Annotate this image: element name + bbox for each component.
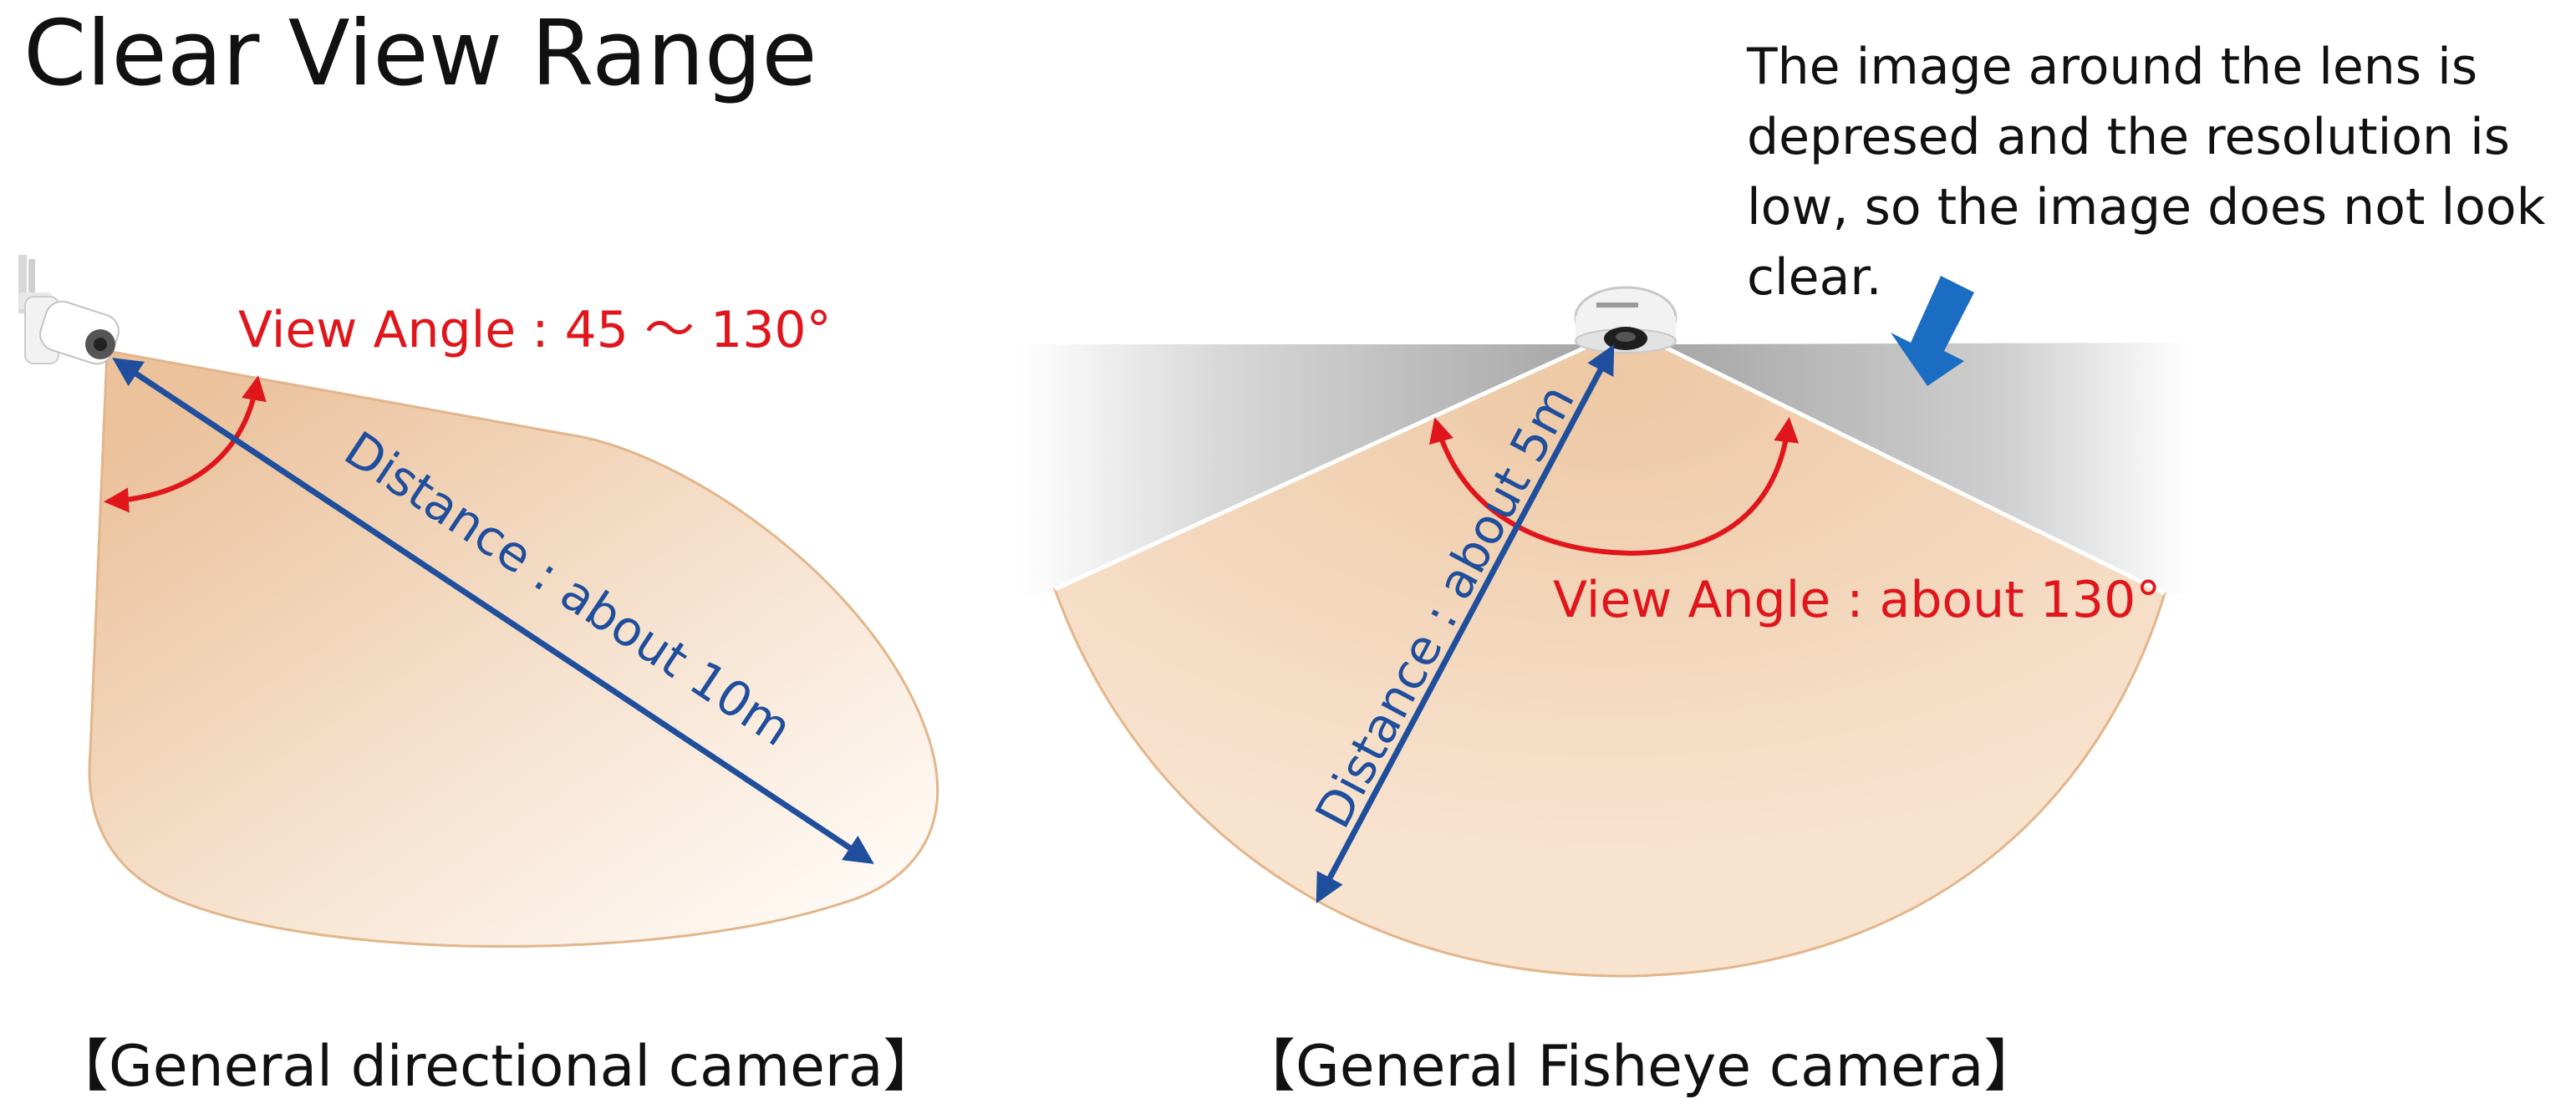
directional-view-range — [88, 349, 939, 948]
callout-arrow-icon — [1891, 276, 1974, 386]
fisheye-camera-icon — [1574, 286, 1677, 354]
directional-view-angle-label: View Angle : 45 〜 130° — [238, 301, 832, 359]
bullet-camera-icon — [18, 255, 120, 365]
fisheye-note: The image around the lens is depresed an… — [1747, 38, 2546, 307]
fisheye-distance-arrow — [1316, 343, 1615, 904]
fisheye-caption: 【General Fisheye camera】 — [1239, 1034, 2041, 1100]
fisheye-view-angle-label: View Angle : about 130° — [1553, 571, 2161, 629]
directional-caption: 【General directional camera】 — [52, 1034, 940, 1100]
page-title: Clear View Range — [23, 2, 817, 106]
directional-distance-arrow — [112, 358, 874, 864]
